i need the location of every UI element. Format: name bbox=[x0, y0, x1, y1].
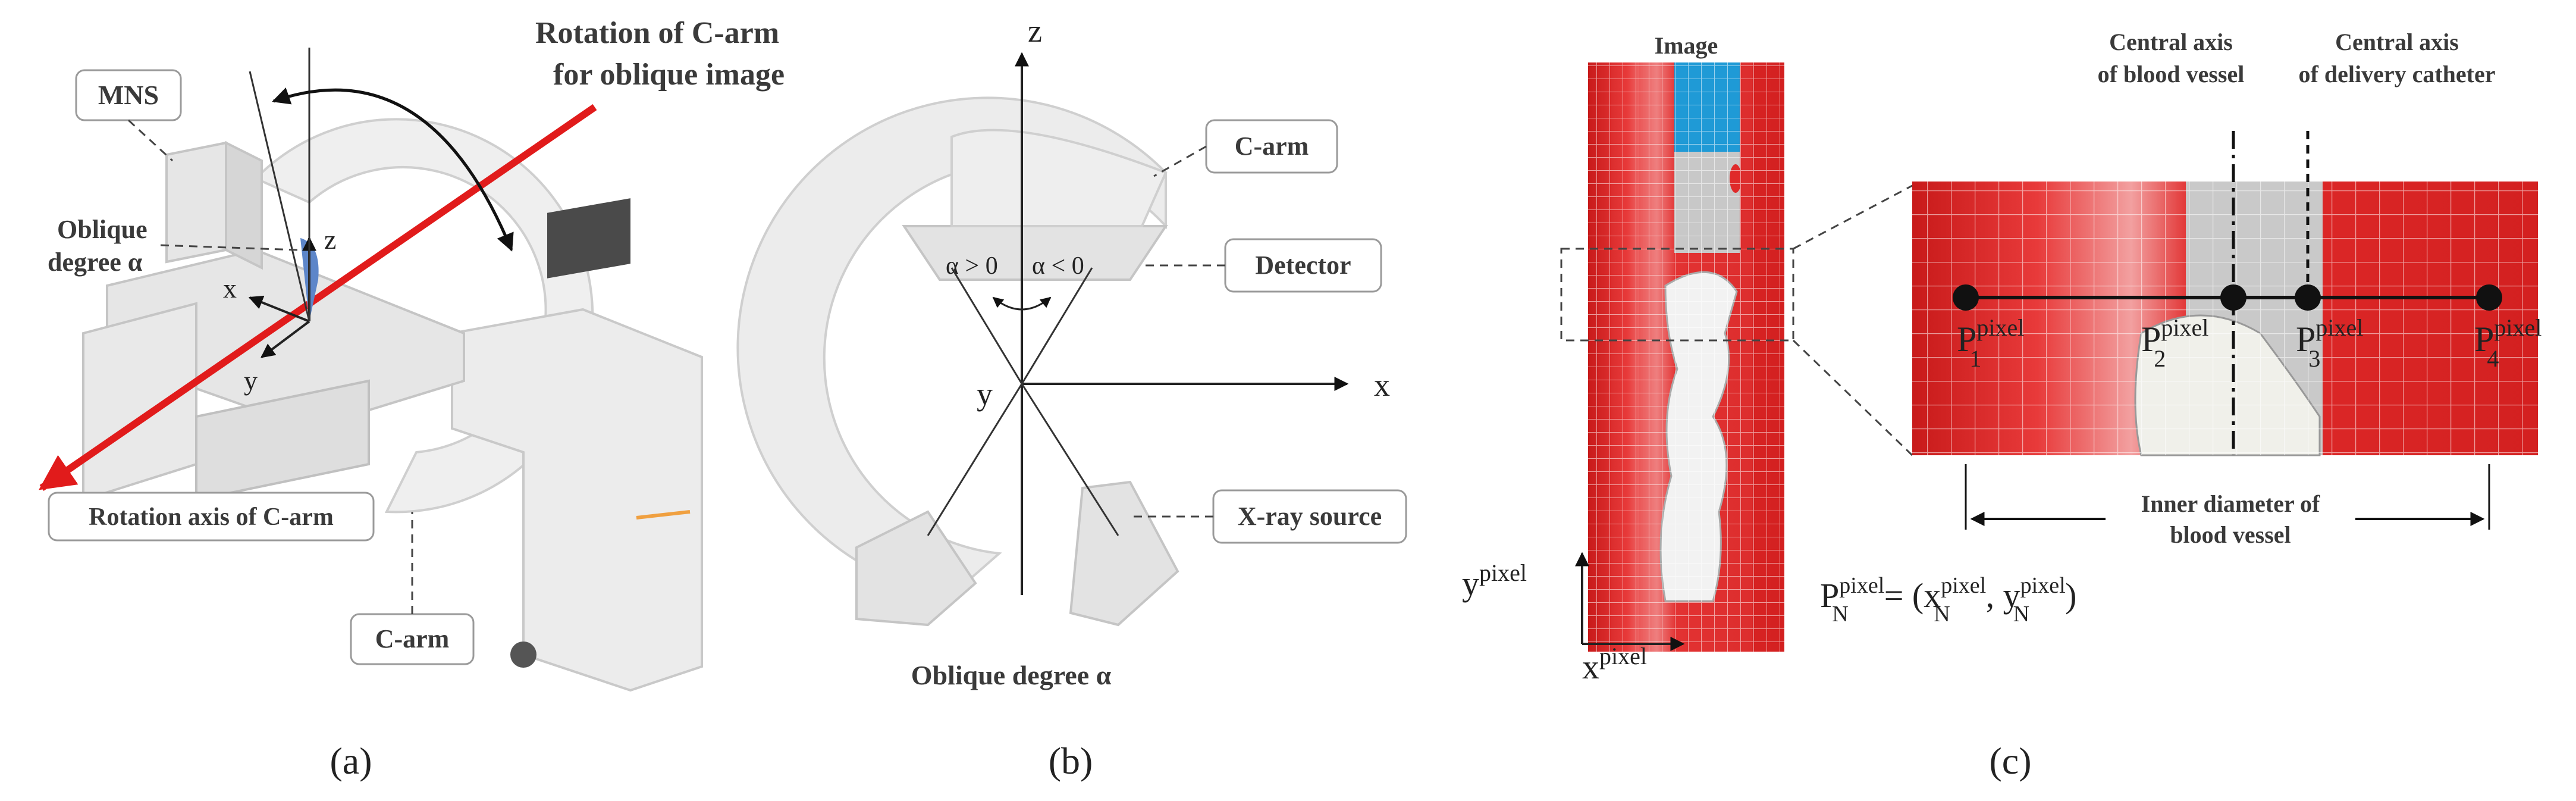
caption-c: (c) bbox=[1989, 740, 2031, 782]
zoom-leader-bottom bbox=[1792, 339, 1913, 456]
point-p4 bbox=[2476, 284, 2502, 311]
rotation-title-2: for oblique image bbox=[553, 58, 785, 92]
mns-label: MNS bbox=[98, 80, 159, 110]
ray-line-1 bbox=[950, 267, 1023, 384]
c-arm-label-b: C-arm bbox=[1235, 132, 1309, 161]
inner-diameter-label-2: blood vessel bbox=[2170, 521, 2291, 548]
oblique-label-2: degree α bbox=[48, 248, 143, 277]
point-p2 bbox=[2220, 284, 2246, 311]
axis-y-arrow bbox=[261, 320, 310, 358]
gantry-screen bbox=[547, 198, 630, 279]
oblique-label-b: Oblique degree α bbox=[911, 660, 1112, 690]
mns-device bbox=[165, 141, 227, 264]
zoom-rect bbox=[1560, 248, 1794, 342]
central-vessel-label-2: of blood vessel bbox=[2098, 61, 2245, 87]
wheel bbox=[510, 642, 536, 668]
axis-z-label-b: z bbox=[1028, 13, 1042, 49]
axis-y-label-b: y bbox=[977, 376, 993, 412]
c-arm-label-a: C-arm bbox=[375, 624, 450, 653]
table-leg bbox=[195, 379, 370, 502]
rotation-arc bbox=[272, 87, 514, 252]
panel-a: z x y Rotation of C-arm for oblique imag… bbox=[39, 16, 785, 782]
oblique-label-1: Oblique bbox=[57, 215, 148, 244]
axis-x-label: x bbox=[223, 273, 237, 303]
point-p3 bbox=[2295, 284, 2321, 311]
rotation-axis-label-box bbox=[48, 492, 375, 542]
detector-label: Detector bbox=[1255, 251, 1351, 280]
caption-b: (b) bbox=[1049, 740, 1093, 782]
mns-leader bbox=[127, 119, 174, 162]
ray-line-4 bbox=[1021, 383, 1119, 536]
zoom-leader-top bbox=[1793, 184, 1913, 250]
inner-diameter-label-1: Inner diameter of bbox=[2141, 490, 2320, 517]
rotation-title-1: Rotation of C-arm bbox=[535, 16, 779, 50]
axis-x-label-b: x bbox=[1374, 367, 1390, 403]
axis-y-label: y bbox=[244, 365, 258, 396]
central-catheter-label-2: of delivery catheter bbox=[2299, 61, 2496, 87]
table-base bbox=[82, 302, 197, 502]
point-p1 bbox=[1953, 284, 1979, 311]
alpha-pos-label: α > 0 bbox=[946, 252, 998, 280]
central-catheter-label-1: Central axis bbox=[2335, 29, 2459, 55]
x-ray-label: X-ray source bbox=[1238, 502, 1382, 531]
x-pixel-label: xpixel bbox=[1582, 643, 1647, 686]
y-pixel-label: ypixel bbox=[1462, 559, 1527, 603]
central-vessel-label-1: Central axis bbox=[2109, 29, 2233, 55]
axis-z-label: z bbox=[324, 224, 336, 255]
panel-b: z x y α > 0 α < 0 C-arm Detector X-ray s… bbox=[736, 13, 1407, 782]
image-label: Image bbox=[1655, 32, 1718, 59]
x-ray-source-b bbox=[855, 510, 977, 627]
alpha-arc bbox=[992, 296, 1052, 311]
c-arm-leader-b bbox=[1153, 145, 1207, 177]
ray-line-3 bbox=[927, 383, 1023, 536]
rotation-axis-label: Rotation axis of C-arm bbox=[89, 503, 334, 531]
axis-x-arrow bbox=[248, 295, 310, 323]
caption-a: (a) bbox=[330, 740, 372, 782]
ray-line-2 bbox=[1021, 267, 1093, 384]
gantry-body bbox=[451, 308, 703, 692]
alpha-neg-label: α < 0 bbox=[1032, 252, 1084, 280]
orange-handle bbox=[636, 510, 691, 520]
